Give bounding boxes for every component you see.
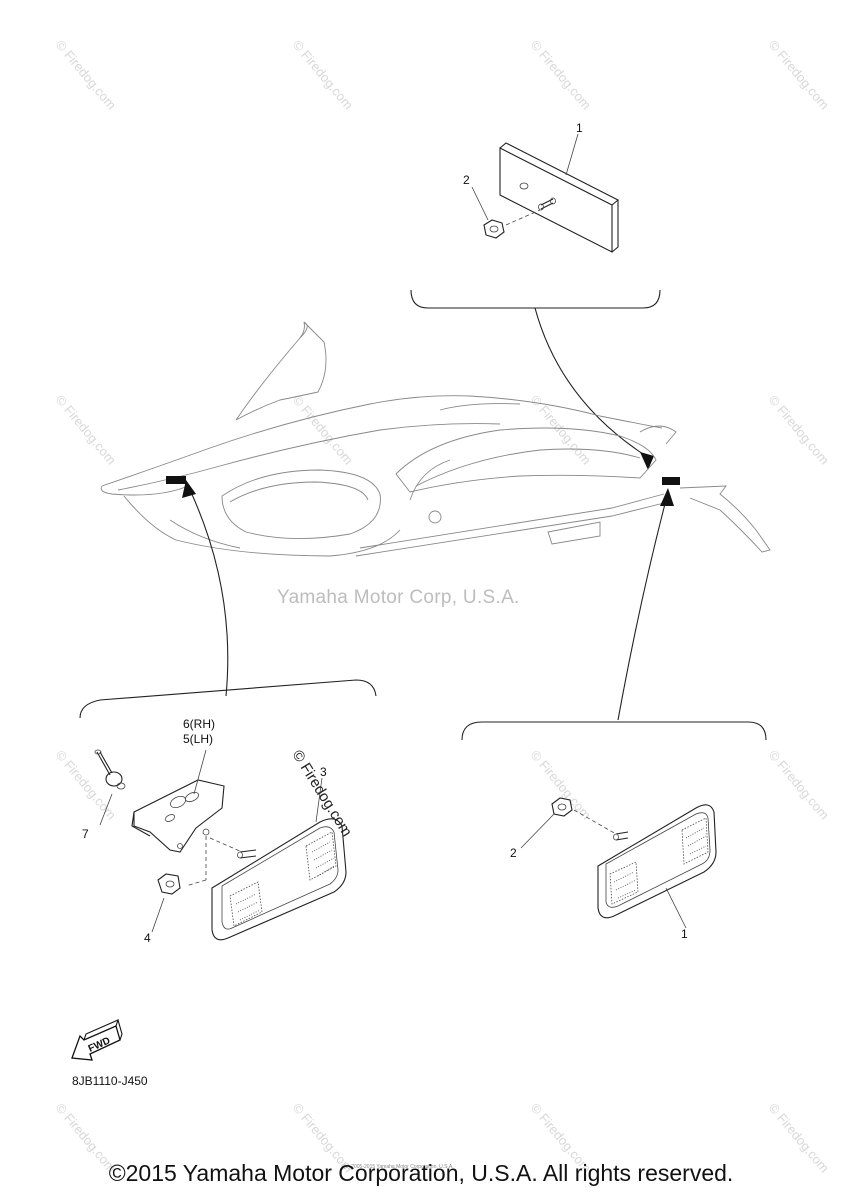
reflector-prism-pattern [609,817,709,905]
top-plate-assembly: 1 2 [410,121,661,470]
callout-left-nut-4: 4 [144,931,151,945]
left-reflector-location [166,476,186,484]
nut-part [483,219,505,239]
reflector-prism-pattern [229,831,337,927]
callout-left-bracket-rh: 6(RH) [183,717,215,731]
firedog-watermark: © Firedog.com [766,392,832,467]
right-reflector-location [662,477,680,485]
diagram-code: 8JB1110-J450 [72,1074,148,1088]
callout-top-nut-2: 2 [463,173,470,187]
firedog-watermark: © Firedog.com [290,392,356,467]
firedog-watermark: © Firedog.com [766,747,832,822]
callout-left-rivet-7: 7 [82,827,89,841]
firedog-center-watermark: © Firedog.com [289,747,356,840]
nut-part [157,873,181,895]
callout-left-bracket-lh: 5(LH) [183,732,213,746]
firedog-watermark: © Firedog.com [290,37,356,112]
callout-right-nut-2: 2 [510,846,517,860]
firedog-watermark: © Firedog.com [53,37,119,112]
snowmobile-body [100,321,771,557]
copyright-notice: ©2015 Yamaha Motor Corporation, U.S.A. A… [108,1160,734,1186]
reflector-part [597,804,717,919]
right-reflector-assembly: 2 1 [461,488,767,941]
callout-right-reflector-1: 1 [681,927,688,941]
bracket-part [133,779,225,853]
callout-left-reflector-3: 3 [320,765,327,779]
reflector-part [211,818,347,941]
yamaha-watermark: Yamaha Motor Corp, U.S.A. [277,587,520,608]
fwd-arrow-icon: FWD [71,1019,123,1061]
firedog-watermark: © Firedog.com [528,747,594,822]
firedog-watermark: © Firedog.com [528,37,594,112]
firedog-watermark: © Firedog.com [53,392,119,467]
callout-top-plate-1: 1 [576,121,583,135]
firedog-watermark: © Firedog.com [766,37,832,112]
micro-credit: (c) 2005-2015 Yamaha Motor Corporation, … [344,1164,454,1170]
license-plate-part [499,147,613,253]
rivet-part [96,751,111,776]
